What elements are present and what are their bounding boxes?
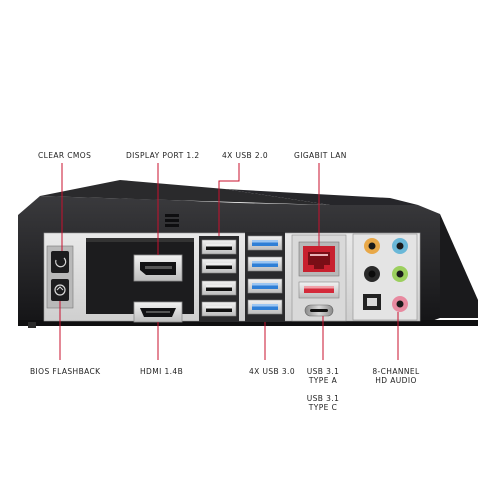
usb20-ports: [199, 236, 239, 322]
label-usb31-type-c: USB 3.1 TYPE C: [305, 394, 341, 412]
audio-jack[interactable]: [392, 296, 408, 312]
usb30-port[interactable]: [247, 235, 283, 251]
displayport-port[interactable]: [133, 254, 183, 282]
lan-usb31-block: [291, 234, 347, 322]
usb30-port[interactable]: [247, 256, 283, 272]
label-usb31-type-c-line1: USB 3.1: [306, 394, 340, 403]
audio-jack[interactable]: [392, 266, 408, 282]
spdif-port[interactable]: [363, 294, 381, 310]
usb20-port[interactable]: [201, 280, 237, 296]
usb20-port[interactable]: [201, 258, 237, 274]
bios-flashback-button[interactable]: [51, 279, 69, 301]
usb31-type-c-port[interactable]: [304, 304, 334, 317]
label-clear-cmos: CLEAR CMOS: [38, 151, 92, 160]
clear-cmos-button[interactable]: [51, 251, 69, 273]
usb30-port[interactable]: [247, 278, 283, 294]
label-audio-line1: 8-CHANNEL: [372, 367, 420, 376]
label-gigabit-lan: GIGABIT LAN: [294, 151, 347, 160]
label-audio: 8-CHANNEL HD AUDIO: [372, 367, 420, 385]
label-usb31-type-a-line2: TYPE A: [308, 376, 338, 385]
label-usb31-type-a: USB 3.1 TYPE A: [305, 367, 341, 385]
power-icon: [55, 257, 67, 268]
audio-jack[interactable]: [364, 266, 380, 282]
hdmi-port[interactable]: [133, 301, 183, 323]
usb20-port[interactable]: [201, 239, 237, 255]
flashback-icon: [54, 284, 66, 296]
usb30-port[interactable]: [247, 299, 283, 315]
label-usb31-type-a-line1: USB 3.1: [306, 367, 340, 376]
label-display-port: DISPLAY PORT 1.2: [126, 151, 200, 160]
callout-usb20: [218, 163, 240, 236]
audio-jack[interactable]: [392, 238, 408, 254]
lan-port[interactable]: [298, 241, 340, 277]
audio-jack[interactable]: [364, 238, 380, 254]
usb20-port[interactable]: [201, 301, 237, 317]
label-usb20: 4X USB 2.0: [222, 151, 269, 160]
label-usb30: 4X USB 3.0: [249, 367, 296, 376]
label-usb31-type-c-line2: TYPE C: [308, 403, 338, 412]
audio-block: [352, 233, 418, 321]
label-audio-line2: HD AUDIO: [375, 376, 417, 385]
button-stack: [46, 245, 74, 309]
usb30-ports: [245, 232, 285, 322]
label-bios-flashback: BIOS FLASHBACK: [30, 367, 101, 376]
label-hdmi: HDMI 1.4B: [140, 367, 184, 376]
callout-lines: [59, 163, 399, 360]
usb31-type-a-port[interactable]: [298, 281, 340, 299]
